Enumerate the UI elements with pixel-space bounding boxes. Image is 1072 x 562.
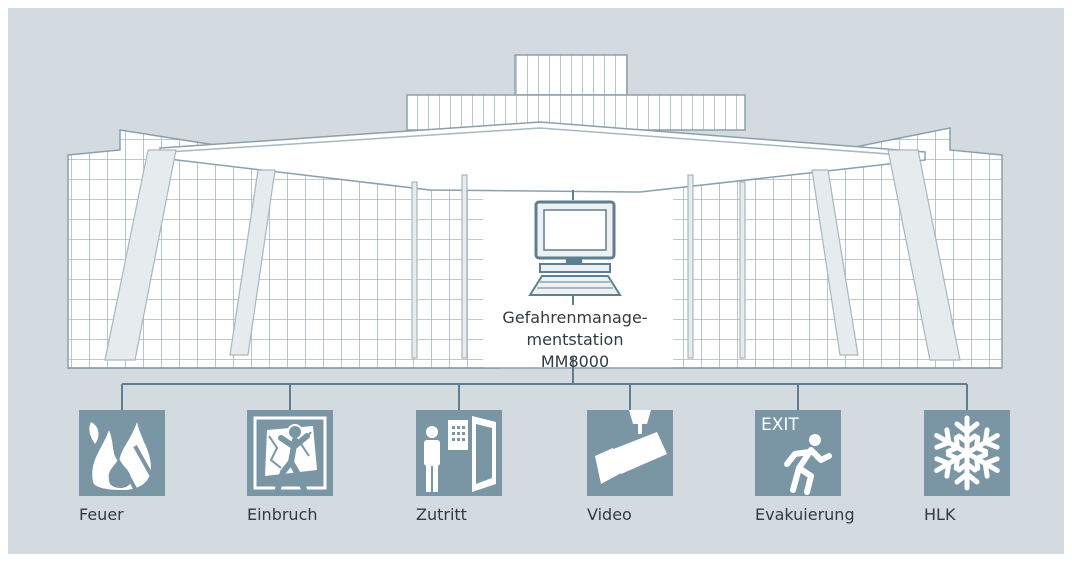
system-label-zutritt: Zutritt (416, 505, 467, 524)
system-label-evakuierung: Evakuierung (755, 505, 855, 524)
system-label-feuer: Feuer (79, 505, 124, 524)
snowflake-icon (924, 410, 1010, 496)
station-label-line1: Gefahrenmanage- (502, 308, 648, 327)
computer-workstation-icon (528, 190, 622, 305)
access-control-icon (416, 410, 502, 496)
system-label-hlk: HLK (924, 505, 956, 524)
building-pillars (104, 149, 961, 361)
building-canopy (159, 121, 926, 193)
connection-lines (121, 357, 968, 410)
exit-runner-icon: EXIT (755, 410, 841, 496)
station-label: Gefahrenmanage- mentstation MM8000 (490, 307, 660, 373)
video-camera-icon (587, 410, 673, 496)
building-tower (406, 54, 746, 131)
intrusion-icon (247, 410, 333, 496)
station-label-line2: mentstation MM8000 (526, 330, 624, 371)
system-label-video: Video (587, 505, 632, 524)
system-label-einbruch: Einbruch (247, 505, 318, 524)
fire-icon (79, 410, 165, 496)
exit-sign-text: EXIT (761, 415, 799, 435)
